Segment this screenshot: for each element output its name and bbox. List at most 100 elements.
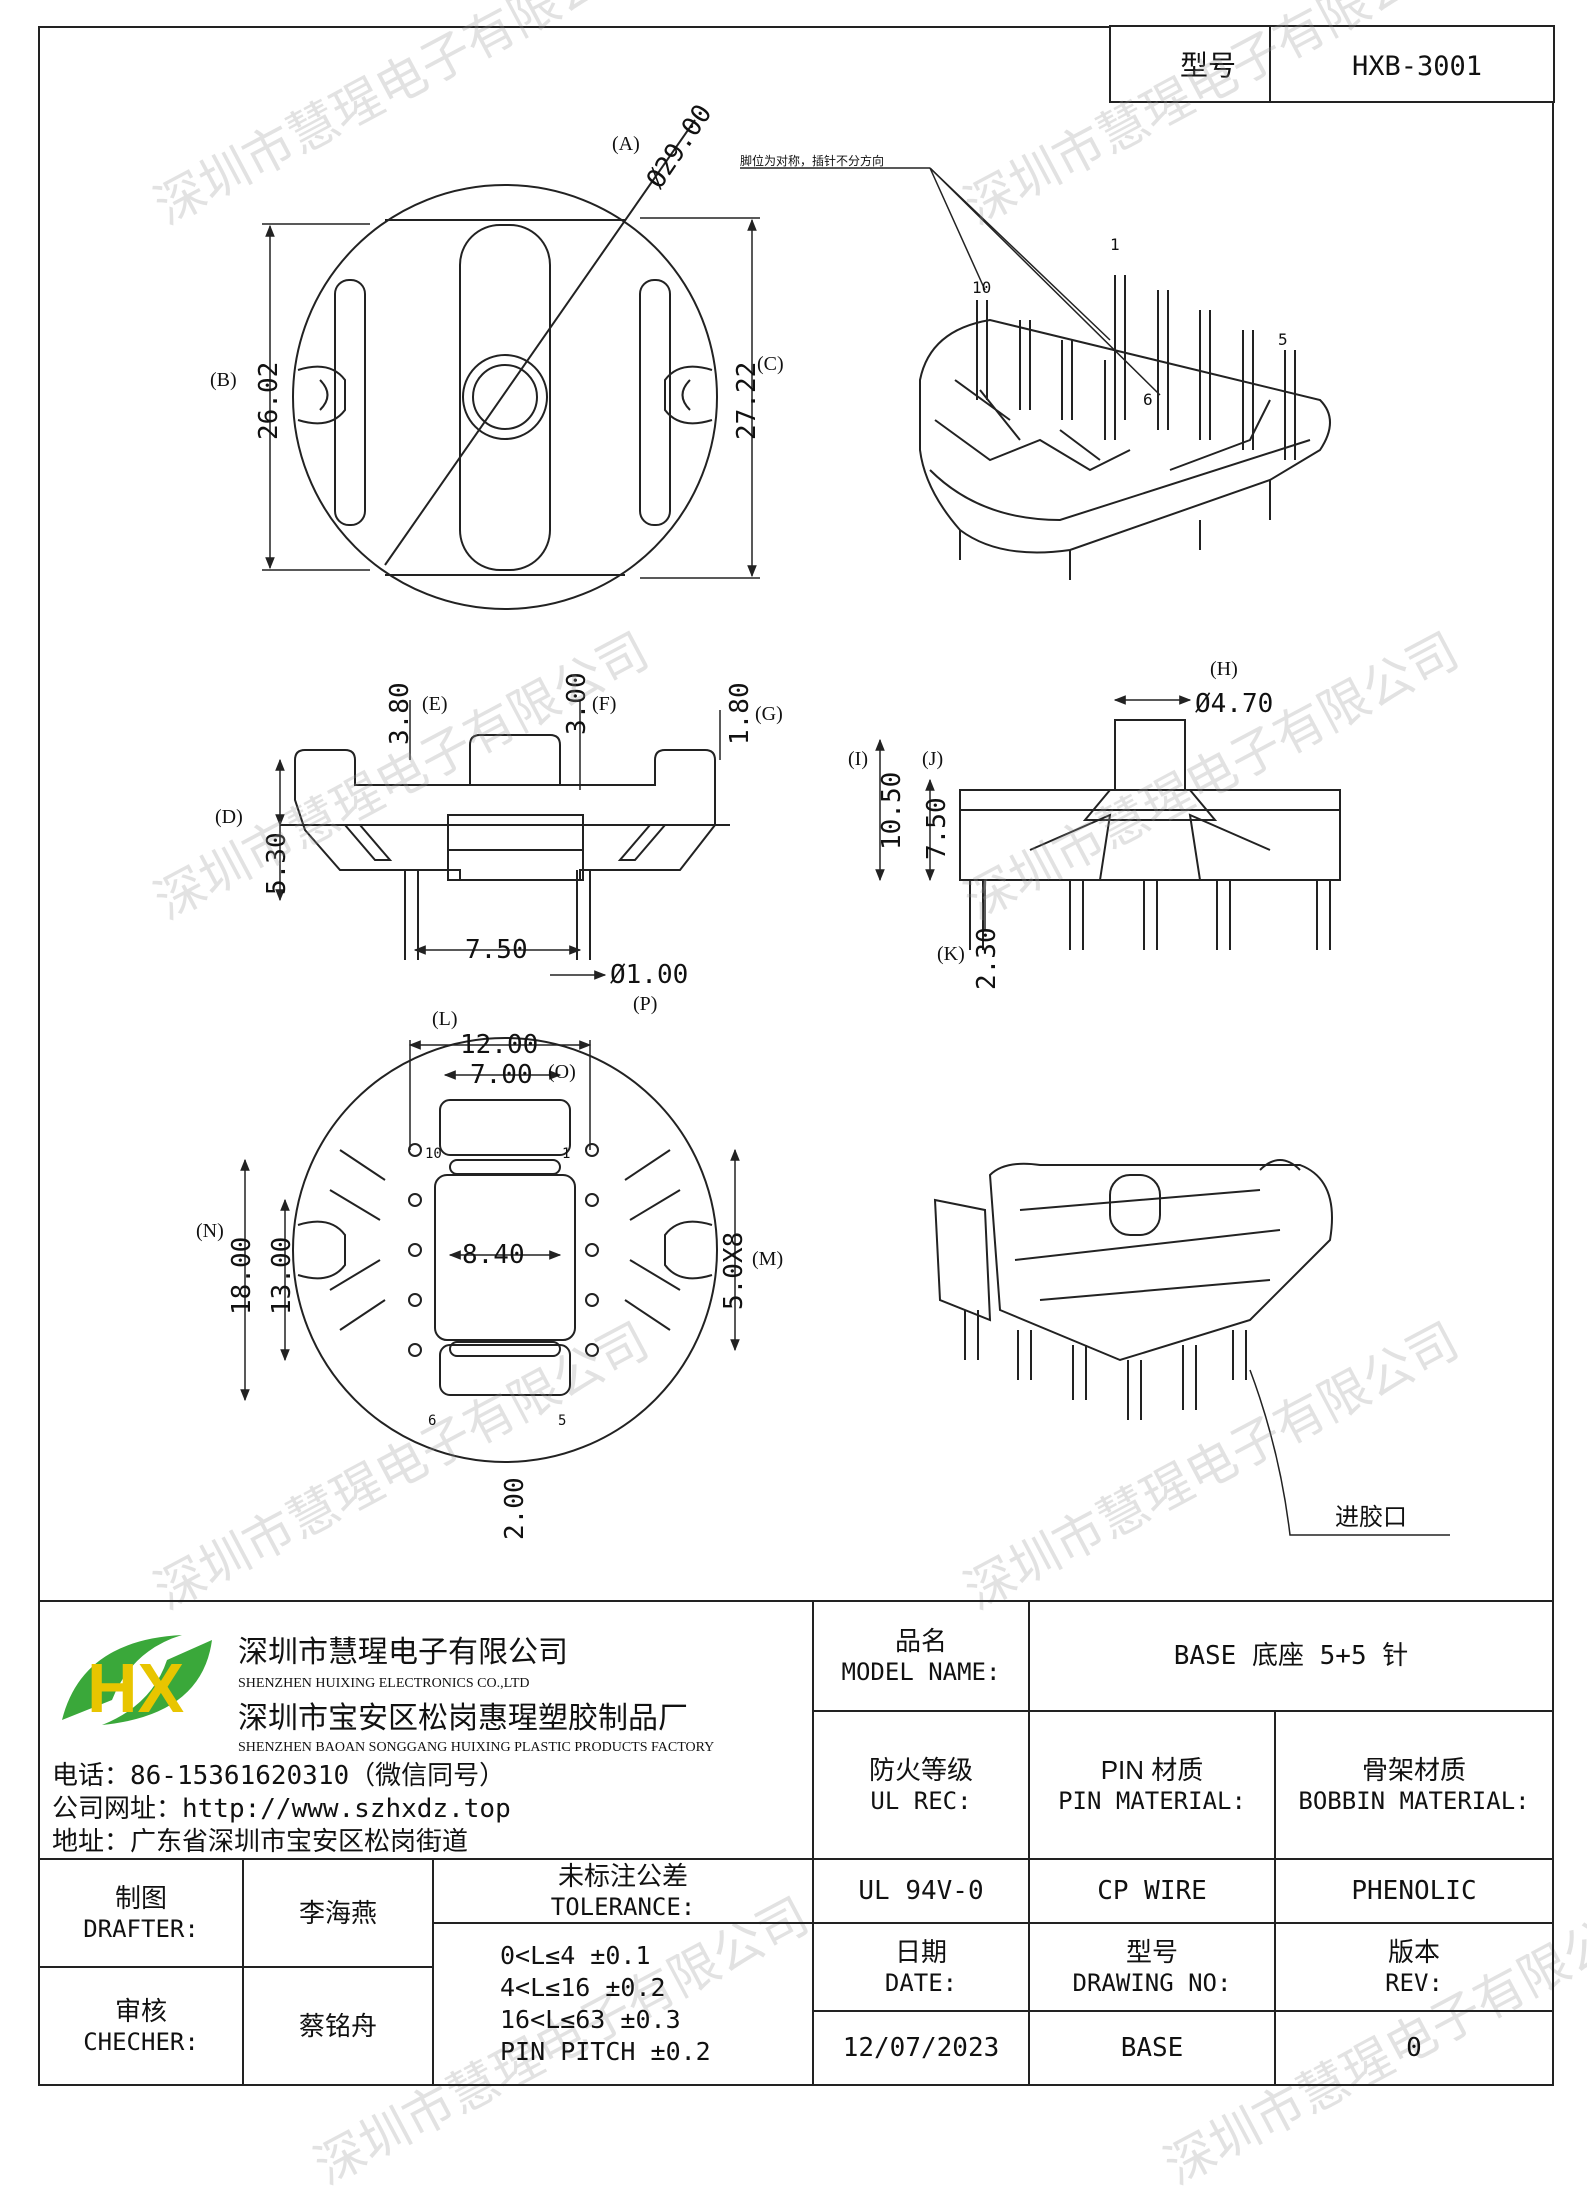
ul-label-cell: 防火等级 UL REC:	[812, 1710, 1030, 1860]
drawing-no-en: DRAWING NO:	[1072, 1969, 1232, 1998]
gate-label: 进胶口	[1335, 1503, 1407, 1531]
drawing-no-value: BASE	[1028, 2010, 1276, 2086]
dim-G-value: 1.80	[725, 682, 755, 745]
dim-J-value: 7.50	[922, 797, 952, 860]
dim-N2-value: 13.00	[267, 1237, 297, 1315]
factory-name-cn: 深圳市宝安区松岗惠瑆塑胶制品厂	[238, 1702, 688, 1735]
iso-pin-1: 1	[1110, 235, 1120, 254]
tolerance-row-1: 0<L≤4 ±0.1	[500, 1941, 651, 1970]
pin-material-value: CP WIRE	[1028, 1858, 1276, 1924]
dim-N-value: 18.00	[227, 1237, 257, 1315]
drafter-label-cell: 制图 DRAFTER:	[38, 1858, 244, 1968]
dim-M-value: 5.0X8	[719, 1232, 749, 1310]
tolerance-row-2: 4<L≤16 ±0.2	[500, 1973, 666, 2002]
pin-pitch-value: 7.50	[465, 935, 528, 965]
checker-cn: 审核	[114, 1995, 167, 2026]
bottom-pin-5: 5	[558, 1413, 566, 1429]
factory-name-en: SHENZHEN BAOAN SONGGANG HUIXING PLASTIC …	[238, 1740, 715, 1755]
bobbin-material-cn: 骨架材质	[1361, 1754, 1466, 1785]
dim-I-value: 10.50	[877, 772, 907, 850]
model-name-value: BASE 底座 5+5 针	[1028, 1600, 1554, 1712]
bobbin-material-label-cell: 骨架材质 BOBBIN MATERIAL:	[1274, 1710, 1554, 1860]
center-dim-value: 8.40	[462, 1240, 525, 1270]
dim-L-value: 12.00	[460, 1030, 538, 1060]
dim-B-label: (B)	[210, 369, 237, 391]
dim-E-value: 3.80	[385, 682, 415, 745]
tolerance-row-3: 16<L≤63 ±0.3	[500, 2005, 681, 2034]
checker-name: 蔡铭舟	[242, 1966, 434, 2086]
side-view-right	[875, 695, 1341, 950]
drafter-en: DRAFTER:	[83, 1915, 199, 1944]
dimension-labels: 型号 HXB-3001 (A) Ø29.00 (B) 26.02 (C) 27.…	[196, 50, 1482, 1540]
pin-material-en: PIN MATERIAL:	[1058, 1787, 1246, 1816]
company-name-cn: 深圳市慧瑆电子有限公司	[238, 1636, 568, 1669]
rev-label-cell: 版本 REV:	[1274, 1922, 1554, 2012]
logo-text: HX	[87, 1649, 185, 1727]
drafter-cn: 制图	[114, 1882, 167, 1913]
dim-H-label: (H)	[1210, 658, 1238, 680]
dim-D-value: 5.30	[262, 832, 292, 895]
contact-info: 电话：86-15361620310（微信同号） 公司网址：http://www.…	[52, 1760, 511, 1859]
technical-drawing: 型号 HXB-3001 (A) Ø29.00 (B) 26.02 (C) 27.…	[196, 25, 1555, 1540]
company-area-right-divider	[812, 1600, 814, 1858]
iso-note: 脚位为对称，插针不分方向	[740, 153, 884, 168]
bottom-pin-1: 1	[562, 1146, 570, 1162]
dim-A-label: (A)	[612, 133, 640, 155]
dim-F-value: 3.00	[562, 672, 592, 735]
pin-material-cn: PIN 材质	[1100, 1754, 1204, 1785]
dim-F-label: (F)	[592, 693, 616, 715]
dim-O-label: (O)	[548, 1061, 576, 1083]
tolerance-values: 0<L≤4 ±0.1 4<L≤16 ±0.2 16<L≤63 ±0.3 PIN …	[432, 1922, 814, 2086]
ul-label-cn: 防火等级	[868, 1754, 973, 1785]
dim-C-value: 27.22	[732, 362, 762, 440]
top-view	[262, 119, 760, 610]
company-name-en: SHENZHEN HUIXING ELECTRONICS CO.,LTD	[238, 1676, 530, 1691]
checker-en: CHECHER:	[83, 2028, 199, 2057]
dim-K-value: 2.30	[972, 927, 1002, 990]
contact-phone: 电话：86-15361620310（微信同号）	[52, 1761, 506, 1791]
iso-view-top	[740, 167, 1331, 580]
rev-value: 0	[1274, 2010, 1554, 2086]
side-view-front	[275, 700, 730, 980]
date-value: 12/07/2023	[812, 2010, 1030, 2086]
dim-J-label: (J)	[922, 748, 943, 770]
dim-K-label: (K)	[937, 943, 965, 965]
iso-view-bottom	[933, 1159, 1450, 1536]
model-header-box	[1109, 25, 1555, 103]
rev-cn: 版本	[1387, 1936, 1440, 1967]
model-name-label-cell: 品名 MODEL NAME:	[812, 1600, 1030, 1712]
date-en: DATE:	[884, 1969, 958, 1998]
pin-material-label-cell: PIN 材质 PIN MATERIAL:	[1028, 1710, 1276, 1860]
tolerance-row-4: PIN PITCH ±0.2	[500, 2037, 711, 2066]
dim-A-value: Ø29.00	[641, 99, 718, 194]
ul-value: UL 94V-0	[812, 1858, 1030, 1924]
company-area-divider	[38, 1858, 434, 1860]
model-header-label: 型号	[1180, 50, 1236, 81]
dim-M-label: (M)	[752, 1248, 783, 1270]
drafter-name: 李海燕	[242, 1858, 434, 1968]
tolerance-label-cell: 未标注公差 TOLERANCE:	[432, 1858, 814, 1924]
dim-L-label: (L)	[432, 1008, 458, 1030]
dim-P-value: Ø1.00	[610, 960, 688, 990]
dim-P-label: (P)	[633, 993, 657, 1015]
bobbin-material-value: PHENOLIC	[1274, 1858, 1554, 1924]
contact-address: 地址：广东省深圳市宝安区松岗街道	[52, 1827, 469, 1857]
date-cn: 日期	[894, 1936, 947, 1967]
company-logo: HX	[52, 1620, 222, 1740]
dim-B-value: 26.02	[254, 362, 284, 440]
model-name-en: MODEL NAME:	[841, 1658, 1001, 1687]
bobbin-material-en: BOBBIN MATERIAL:	[1298, 1787, 1530, 1816]
tolerance-cn: 未标注公差	[557, 1860, 688, 1891]
contact-website[interactable]: 公司网址：http://www.szhxdz.top	[52, 1794, 511, 1824]
iso-pin-6: 6	[1143, 390, 1153, 409]
iso-pin-10: 10	[972, 278, 991, 297]
dim-G-label: (G)	[755, 703, 783, 725]
dim-C-label: (C)	[757, 353, 784, 375]
drawing-no-label-cell: 型号 DRAWING NO:	[1028, 1922, 1276, 2012]
dim-I-label: (I)	[848, 748, 868, 770]
tolerance-en: TOLERANCE:	[550, 1893, 696, 1922]
model-header-value: HXB-3001	[1352, 51, 1482, 82]
dim-E-label: (E)	[422, 693, 448, 715]
drawing-no-cn: 型号	[1125, 1936, 1178, 1967]
bottom-pin-6: 6	[428, 1413, 436, 1429]
